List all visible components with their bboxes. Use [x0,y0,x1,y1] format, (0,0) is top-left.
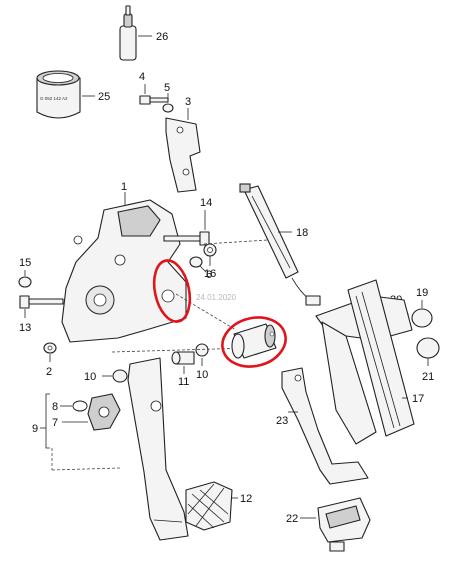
part-cap-21: 21 [416,337,440,383]
label-6: 6 [206,269,212,281]
label-14: 14 [200,197,212,209]
label-10a: 10 [84,371,96,383]
label-23: 23 [276,415,288,427]
part-pedal-pad-12: 12 [185,481,252,531]
part-cover-23: 23 [276,367,369,485]
date-stamp: 24.01.2020 [196,293,237,302]
part-sleeve: G 052 142 A2 25 [36,70,110,119]
part-sensor-18: 18 [239,183,321,306]
part-spring-assembly-9: 9 [32,393,50,449]
part-bushing-10b: 10 [195,343,209,381]
label-22: 22 [286,513,298,525]
label-4: 4 [139,71,145,83]
label-17: 17 [412,393,424,405]
highlight-circle-cylinder [221,316,287,368]
part-bolt-4: 4 [139,71,169,105]
part-pin-11: 11 [171,351,195,388]
label-10b: 10 [196,369,208,381]
part-pedal-arm [127,357,189,541]
part-bracket-3: 3 [165,96,201,193]
label-1: 1 [121,181,127,193]
sleeve-code-text: G 052 142 A2 [40,96,68,101]
label-12: 12 [240,493,252,505]
part-nut-2: 2 [43,342,57,378]
part-nut-15: 15 [18,257,32,288]
label-5: 5 [164,82,170,94]
part-o-ring-8: 8 [52,400,88,413]
label-16: 16 [204,268,216,280]
part-bushing-6: 6 [189,256,212,281]
label-18: 18 [296,227,308,239]
part-accelerator-pedal-17: 17 [315,279,424,445]
label-7: 7 [52,417,58,429]
label-25: 25 [98,91,110,103]
part-spring-7: 7 [52,393,121,431]
part-washer-5: 5 [162,82,174,113]
part-floor-stop-22: 22 [286,497,371,552]
part-cap-19: 19 [411,287,433,328]
assembly-lines [51,239,269,471]
label-9: 9 [32,423,38,435]
label-8: 8 [52,401,58,413]
label-19: 19 [416,287,428,299]
label-3: 3 [185,96,191,108]
label-2: 2 [46,366,52,378]
part-grease-tube: 26 [119,5,168,61]
label-21: 21 [422,371,434,383]
label-15: 15 [19,257,31,269]
part-bolt-13: 13 [19,295,64,334]
part-bushing-10a: 10 [84,369,128,383]
part-bolt-14: 14 [163,197,212,246]
part-highlighted-cylinder [231,323,277,359]
highlight-circle-bracket [152,259,192,323]
label-11: 11 [178,376,189,388]
part-pedal-bracket: 1 [61,181,187,343]
label-13: 13 [19,322,31,334]
label-26: 26 [156,31,168,43]
